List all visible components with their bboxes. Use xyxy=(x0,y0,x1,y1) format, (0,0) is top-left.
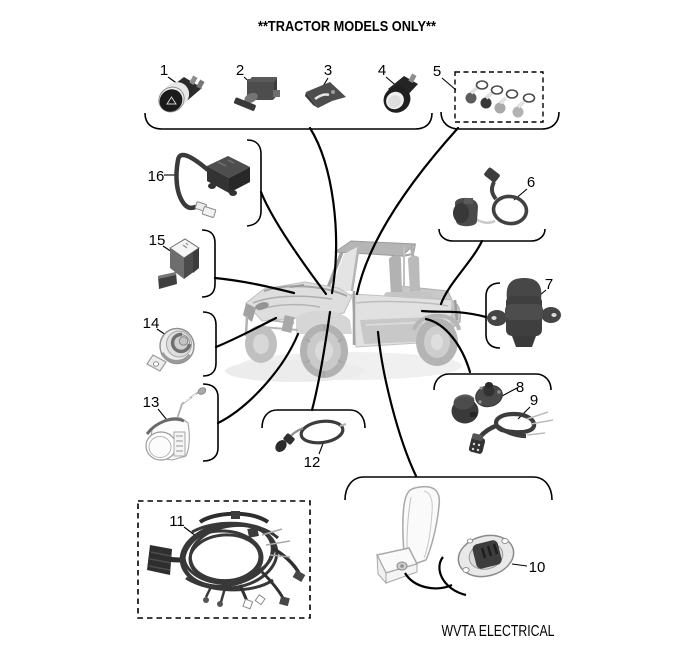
svg-text:8: 8 xyxy=(516,379,524,396)
svg-text:16: 16 xyxy=(148,168,165,185)
svg-text:WVTA ELECTRICAL: WVTA ELECTRICAL xyxy=(442,623,555,640)
svg-text:4: 4 xyxy=(378,62,386,79)
svg-text:5: 5 xyxy=(433,63,441,80)
svg-text:6: 6 xyxy=(527,174,535,191)
svg-text:15: 15 xyxy=(149,232,166,249)
svg-text:11: 11 xyxy=(169,513,185,530)
svg-text:14: 14 xyxy=(143,315,160,332)
svg-text:**TRACTOR MODELS ONLY**: **TRACTOR MODELS ONLY** xyxy=(258,18,436,35)
svg-text:12: 12 xyxy=(304,454,321,471)
svg-text:10: 10 xyxy=(529,559,546,576)
svg-text:1: 1 xyxy=(160,62,168,79)
svg-text:13: 13 xyxy=(143,394,160,411)
svg-text:9: 9 xyxy=(530,392,538,409)
svg-text:3: 3 xyxy=(324,62,332,79)
svg-text:7: 7 xyxy=(545,276,553,293)
svg-text:2: 2 xyxy=(236,62,244,79)
